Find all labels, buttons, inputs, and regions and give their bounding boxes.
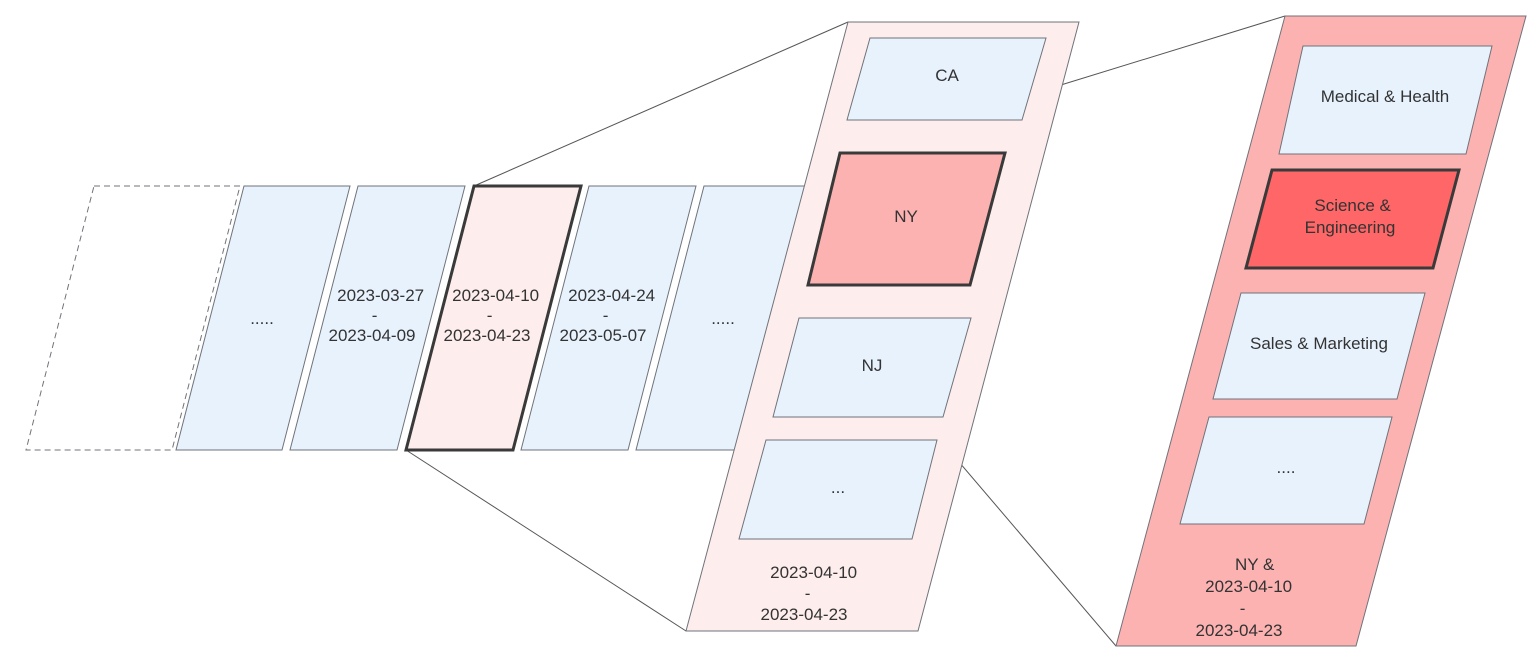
svg-text:2023-04-24 - 2: 2023-04-24 - 2023-05-07 bbox=[560, 286, 660, 345]
state-item-label: NY bbox=[894, 207, 918, 226]
state-item-label: NJ bbox=[862, 356, 883, 375]
state-item[interactable]: NJ bbox=[772, 317, 972, 418]
svg-text:CA: CA bbox=[935, 66, 959, 85]
timeline-cell-label: - bbox=[487, 306, 493, 325]
svg-text:2023-04-10 - 2: 2023-04-10 - 2023-04-23 bbox=[444, 286, 544, 345]
svg-text:.....: ..... bbox=[711, 309, 735, 328]
state-item-label: CA bbox=[935, 66, 959, 85]
svg-text:Sales & Marketing: Sales & Marketing bbox=[1250, 334, 1388, 353]
timeline-cell-label: - bbox=[372, 306, 378, 325]
category-item-label: Sales & Marketing bbox=[1250, 334, 1388, 353]
state-panel-caption: - bbox=[805, 584, 811, 603]
state-item[interactable]: CA bbox=[846, 37, 1047, 121]
state-panel-caption: 2023-04-10 bbox=[770, 563, 857, 582]
state-panel: CA NY NJ ... 2023-04-10 - 2023-04-23 bbox=[685, 21, 1080, 632]
state-panel-caption: 2023-04-23 bbox=[761, 605, 848, 624]
svg-text:....: .... bbox=[1277, 458, 1296, 477]
timeline-cell-label: 2023-05-07 bbox=[560, 326, 647, 345]
category-panel-caption: 2023-04-10 bbox=[1205, 577, 1292, 596]
timeline-cell[interactable]: ..... bbox=[635, 185, 813, 451]
category-panel: Medical & Health Science & Engineering S… bbox=[1115, 15, 1527, 647]
svg-text:...: ... bbox=[831, 478, 845, 497]
timeline-cell-label: ..... bbox=[250, 309, 274, 328]
category-item-label: .... bbox=[1277, 458, 1296, 477]
svg-text:2023-04-10 - 2023-: 2023-04-10 - 2023-04-23 bbox=[761, 563, 862, 624]
state-item[interactable]: ... bbox=[738, 439, 938, 540]
timeline-cell-label: 2023-04-24 bbox=[568, 286, 655, 305]
timeline-cell-label: 2023-04-10 bbox=[452, 286, 539, 305]
category-panel-caption: NY & bbox=[1235, 555, 1275, 574]
timeline-cell[interactable]: ..... bbox=[175, 185, 351, 451]
timeline-cell-label: 2023-04-23 bbox=[444, 326, 531, 345]
category-item[interactable]: .... bbox=[1179, 416, 1393, 525]
category-panel-caption: 2023-04-23 bbox=[1196, 621, 1283, 640]
svg-text:2023-03-27 - 2: 2023-03-27 - 2023-04-09 bbox=[329, 286, 429, 345]
svg-text:.....: ..... bbox=[250, 309, 274, 328]
timeline-cell[interactable]: 2023-03-27 - 2023-04-09 bbox=[289, 185, 466, 451]
category-item-label: Medical & Health bbox=[1321, 87, 1450, 106]
category-item[interactable]: Medical & Health bbox=[1278, 45, 1493, 155]
svg-text:NY & 2023-04-10 -: NY & 2023-04-10 - 2023-04-23 bbox=[1196, 555, 1297, 640]
timeline-cell[interactable]: 2023-04-24 - 2023-05-07 bbox=[520, 185, 697, 451]
svg-text:Medical & Health: Medical & Health bbox=[1321, 87, 1450, 106]
connector-cell-to-panel-top bbox=[473, 21, 849, 187]
state-item-selected[interactable]: NY bbox=[806, 151, 1007, 287]
timeline-cell-label: - bbox=[603, 306, 609, 325]
connector-cell-to-panel-bottom bbox=[405, 449, 687, 632]
category-item-label: Science & bbox=[1314, 196, 1391, 215]
category-item-label: Engineering bbox=[1305, 218, 1396, 237]
category-panel-caption: - bbox=[1240, 599, 1246, 618]
svg-text:Science & Engineering: Science & Engineering bbox=[1305, 196, 1396, 237]
timeline-cell-label: 2023-03-27 bbox=[337, 286, 424, 305]
category-item[interactable]: Sales & Marketing bbox=[1212, 292, 1426, 400]
state-item-label: ... bbox=[831, 478, 845, 497]
svg-text:NJ: NJ bbox=[862, 356, 883, 375]
timeline-cell-label: 2023-04-09 bbox=[329, 326, 416, 345]
timeline-cell-selected[interactable]: 2023-04-10 - 2023-04-23 bbox=[404, 184, 583, 452]
timeline-cell-empty[interactable] bbox=[25, 185, 241, 451]
svg-text:NY: NY bbox=[894, 207, 918, 226]
timeline-strip: ..... 2023-03-27 - 2023-04-09 2023-04-24… bbox=[25, 184, 813, 452]
category-item-selected[interactable]: Science & Engineering bbox=[1244, 168, 1461, 270]
timeline-cell-label: ..... bbox=[711, 309, 735, 328]
